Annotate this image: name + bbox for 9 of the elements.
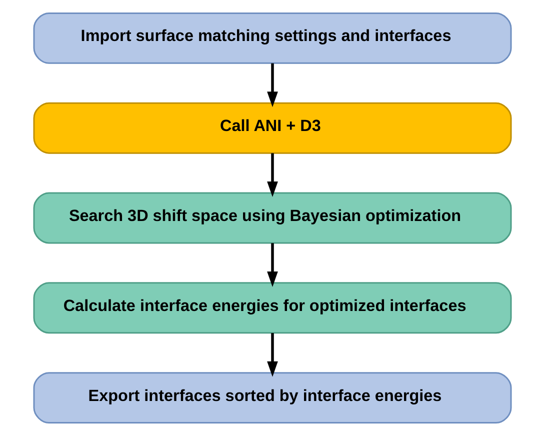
node-box: Export interfaces sorted by interface energies (33, 372, 512, 424)
node-box: Call ANI + D3 (33, 102, 512, 154)
arrow (267, 243, 278, 287)
arrow (267, 63, 278, 108)
arrow (267, 153, 278, 198)
node-box: Search 3D shift space using Bayesian optimization (33, 192, 512, 244)
arrow (267, 333, 278, 377)
node-box: Import surface matching settings and interfaces (33, 12, 512, 64)
node-box: Calculate interface energies for optimized interfaces (33, 282, 512, 334)
